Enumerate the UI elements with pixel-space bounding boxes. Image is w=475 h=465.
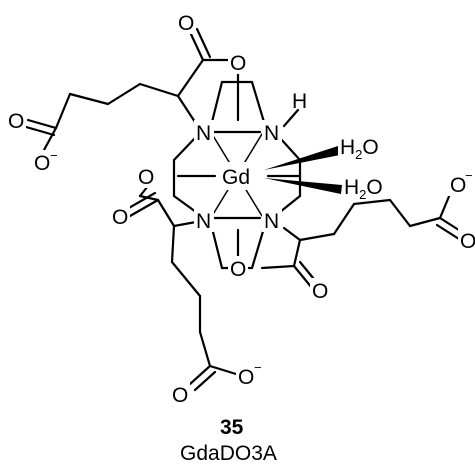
bond-network: [24, 27, 464, 392]
atom-n-upper-left: N: [196, 122, 211, 145]
water-wedge-lower: [264, 178, 342, 194]
atom-gd: Gd: [222, 166, 250, 189]
atom-o-top-carbonyl: O: [178, 12, 194, 35]
atom-n-lower-left: N: [196, 210, 211, 233]
atom-o-right-lactone-carbonyl: O: [312, 280, 328, 303]
atom-o-left-ester: O: [138, 166, 154, 189]
compound-name: GdaDO3A: [180, 442, 277, 465]
atom-h-nh: H: [292, 90, 307, 113]
atom-o-top-ester: O: [230, 52, 246, 75]
compound-number: 35: [220, 416, 244, 439]
atom-o-left-carbonyl: O: [8, 110, 24, 133]
water-upper: H2O: [340, 136, 379, 162]
charge-bottom-anion: −: [254, 360, 262, 375]
atom-o-left-anion: O: [34, 152, 50, 175]
atom-o-right-anion: O: [450, 174, 466, 197]
atom-o-left-lactone-carbonyl: O: [112, 206, 128, 229]
atom-n-upper-right: N: [264, 122, 279, 145]
charge-right-anion: −: [465, 168, 473, 183]
atom-o-right-carbonyl: O: [460, 230, 475, 253]
atom-o-bottom-carbonyl: O: [172, 384, 188, 407]
water-lower: H2O: [344, 176, 383, 202]
atom-o-bottom-anion: O: [238, 366, 254, 389]
water-wedge-upper: [264, 146, 340, 170]
charge-left-anion: −: [50, 148, 58, 163]
atom-o-bottom-ester: O: [230, 258, 246, 281]
atom-n-lower-right: N: [264, 210, 279, 233]
atom-labels: O O O O − N N H H2O H2O Gd O O: [6, 10, 475, 407]
